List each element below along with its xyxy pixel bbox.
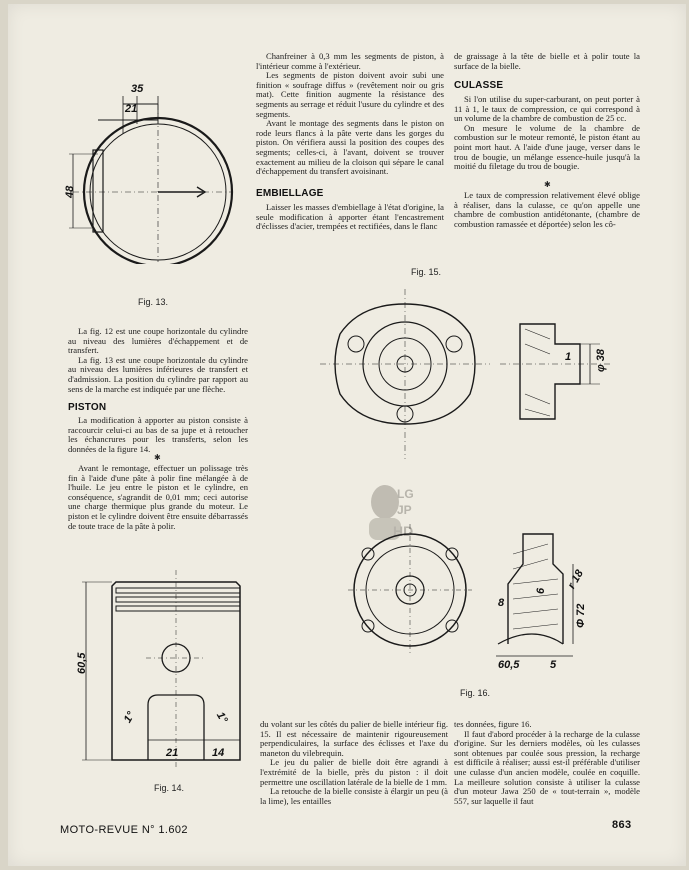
watermark-text: JP: [397, 503, 412, 517]
paragraph: La modification à apporter au piston con…: [68, 415, 248, 454]
paragraph: Si l'on utilise du super-carburant, on p…: [454, 94, 640, 124]
piston-text: La modification à apporter au piston con…: [68, 415, 248, 454]
paragraph: Avant le remontage, effectuer un polissa…: [68, 463, 248, 531]
figure-16-cylinder-head: 60,5 5 Φ 72 6 r 18 8: [348, 524, 587, 671]
heading-embiellage: EMBIELLAGE: [256, 188, 324, 199]
middle-column-top-text: Chanfreiner à 0,3 mm les segments de pis…: [256, 51, 444, 177]
fig16-dim-6: 6: [535, 587, 547, 594]
left-column-text: La fig. 12 est une coupe horizontale du …: [68, 326, 248, 394]
paragraph: La fig. 13 est une coupe horizontale du …: [68, 354, 248, 394]
separator-star: ✱: [544, 180, 551, 189]
fig15-caption: Fig. 15.: [411, 267, 442, 277]
fig16-caption: Fig. 16.: [460, 688, 491, 698]
footer-magazine: MOTO-REVUE N° 1.602: [60, 824, 188, 836]
separator-star: ✱: [154, 453, 161, 462]
fig13-dim-21: 21: [124, 103, 137, 115]
embiellage-text: Laisser les masses d'embiellage à l'état…: [256, 202, 444, 232]
culasse-text-2: Le taux de compression relativement élev…: [454, 190, 640, 229]
fig14-dim-21: 21: [165, 747, 178, 759]
paragraph: Avant le montage des segments dans le pi…: [256, 118, 444, 177]
heading-culasse: CULASSE: [454, 80, 504, 91]
fig16-dim-72: Φ 72: [575, 604, 587, 628]
fig14-dim-angle-left: 1°: [122, 709, 138, 725]
fig16-dim-r18: r 18: [566, 567, 587, 591]
fig13-dim-35: 35: [131, 83, 144, 95]
figure-14-piston: 60,5 21 14 1° 1°: [76, 570, 241, 770]
right-column-bottom-text: tes données, figure 16. Il faut d'abord …: [454, 719, 640, 806]
fig16-dim-605: 60,5: [498, 659, 520, 671]
paragraph: de graissage à la tête de bielle et à po…: [454, 51, 640, 71]
magazine-page: 35 21 48 Fig. 13. Chanfreiner à 0,3 mm l…: [8, 4, 686, 866]
paragraph: Le taux de compression relativement élev…: [454, 190, 640, 229]
fig13-caption: Fig. 13.: [138, 297, 169, 307]
paragraph: Laisser les masses d'embiellage à l'état…: [256, 202, 444, 232]
paragraph: Le jeu du palier de bielle doit être agr…: [260, 757, 448, 787]
right-column-lead: de graissage à la tête de bielle et à po…: [454, 51, 640, 71]
footer-page-number: 863: [612, 819, 632, 831]
middle-column-bottom-text: du volant sur les côtés du palier de bie…: [260, 719, 448, 806]
paragraph: On mesure le volume de la chambre de com…: [454, 122, 640, 172]
fig16-dim-8: 8: [498, 597, 505, 609]
fig14-caption: Fig. 14.: [154, 783, 185, 793]
paragraph: La retouche de la bielle consiste à élar…: [260, 786, 448, 806]
paragraph: Chanfreiner à 0,3 mm les segments de pis…: [256, 51, 444, 71]
paragraph: La fig. 12 est une coupe horizontale du …: [68, 326, 248, 356]
fig14-dim-angle-right: 1°: [214, 710, 230, 726]
paragraph: Les segments de piston doivent avoir sub…: [256, 70, 444, 119]
watermark-text: LG: [397, 487, 414, 501]
heading-piston: PISTON: [68, 402, 107, 413]
paragraph: tes données, figure 16.: [454, 719, 532, 729]
fig16-dim-5: 5: [550, 659, 557, 671]
paragraph: du volant sur les côtés du palier de bie…: [260, 719, 448, 758]
figure-15-crankshaft: φ 38 1: [320, 289, 610, 459]
fig13-dim-48: 48: [64, 185, 76, 199]
fig14-dim-14: 14: [212, 747, 224, 759]
fig15-dim-1: 1: [565, 351, 571, 363]
culasse-text: Si l'on utilise du super-carburant, on p…: [454, 94, 640, 172]
fig15-dim-38: φ 38: [595, 348, 607, 372]
piston-text-2: Avant le remontage, effectuer un polissa…: [68, 463, 248, 531]
fig14-dim-605: 60,5: [76, 652, 88, 674]
paragraph: Il faut d'abord procéder à la recharge d…: [454, 728, 640, 806]
figure-13-cylinder-section: 35 21 48: [64, 83, 234, 264]
